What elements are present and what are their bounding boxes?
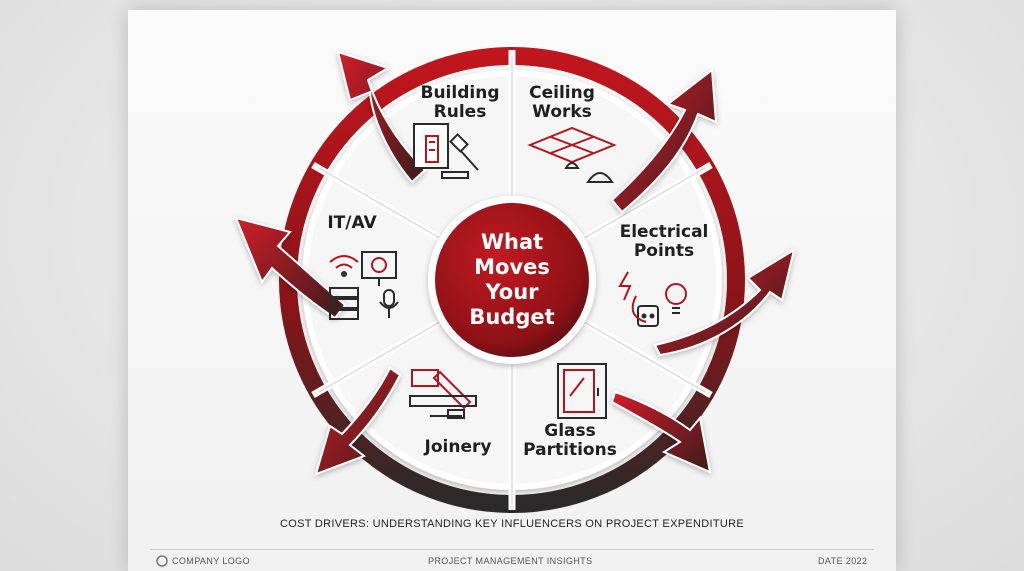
arrow-building-rules: [336, 50, 427, 184]
footer-title: PROJECT MANAGEMENT INSIGHTS: [428, 556, 593, 566]
electrical-points-icon: [618, 271, 687, 327]
it-av-icon: [329, 251, 399, 320]
glass-door-icon: [557, 363, 607, 419]
footer-date: DATE 2022: [818, 556, 868, 566]
building-rules-icon: [413, 123, 479, 179]
center-circle: [435, 203, 589, 357]
center-title: What Moves Your Budget: [469, 230, 555, 329]
arrow-glass-partitions: [610, 390, 712, 474]
joinery-tools-icon: [409, 369, 477, 419]
footer-divider: [150, 549, 874, 550]
arrow-electrical-points: [653, 247, 796, 357]
arrow-joinery: [314, 366, 402, 476]
company-logo-icon: [156, 555, 168, 567]
diagram-caption: COST DRIVERS: UNDERSTANDING KEY INFLUENC…: [280, 518, 744, 530]
ceiling-works-icon: [527, 126, 617, 183]
segment-label-joinery: Joinery: [424, 437, 492, 457]
footer-company-logo: COMPANY LOGO: [172, 556, 250, 566]
arrow-ceiling-works: [610, 68, 718, 214]
segment-label-it-av: IT/AV: [327, 213, 377, 233]
arrow-it-av: [234, 216, 347, 320]
